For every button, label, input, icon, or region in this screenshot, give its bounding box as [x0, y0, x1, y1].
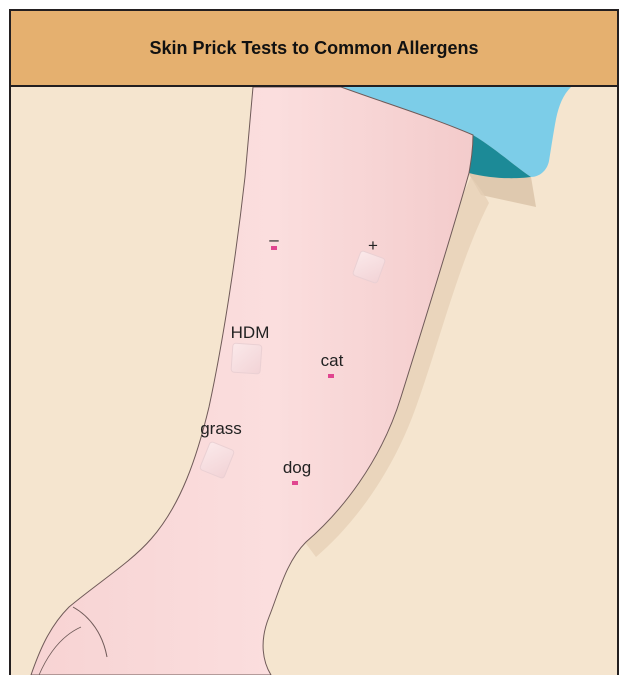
site-label: +: [368, 236, 378, 255]
prick-mark: [292, 481, 298, 485]
diagram-frame: Skin Prick Tests to Common Allergens: [9, 9, 619, 675]
site-label: dog: [283, 458, 311, 477]
wheal: [231, 343, 262, 374]
test-site-negative-control: –: [269, 230, 279, 250]
site-label: HDM: [231, 323, 270, 342]
prick-mark: [271, 246, 277, 250]
site-label: cat: [321, 351, 344, 370]
arm-illustration: – + HDM cat grass dog: [11, 87, 617, 675]
prick-mark: [328, 374, 334, 378]
site-label: grass: [200, 419, 242, 438]
title-bar: Skin Prick Tests to Common Allergens: [11, 11, 617, 87]
diagram-title: Skin Prick Tests to Common Allergens: [149, 38, 478, 59]
